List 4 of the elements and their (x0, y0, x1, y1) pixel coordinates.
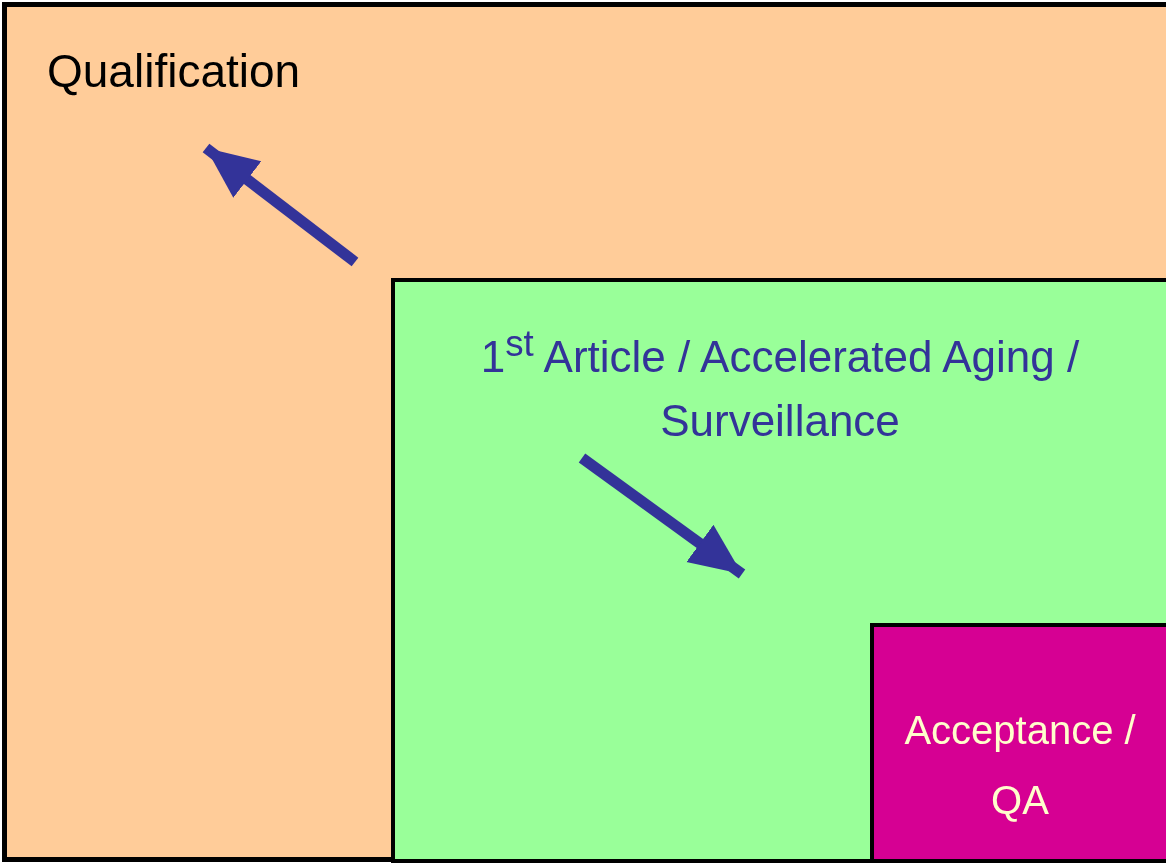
region-title: Qualification (47, 44, 302, 99)
middle-region-box (391, 278, 1166, 863)
region-title: Acceptance / QA (903, 707, 1137, 824)
region-title: 1$^{st}$ Article / Accelerated Aging / Surveillance (479, 322, 1081, 447)
